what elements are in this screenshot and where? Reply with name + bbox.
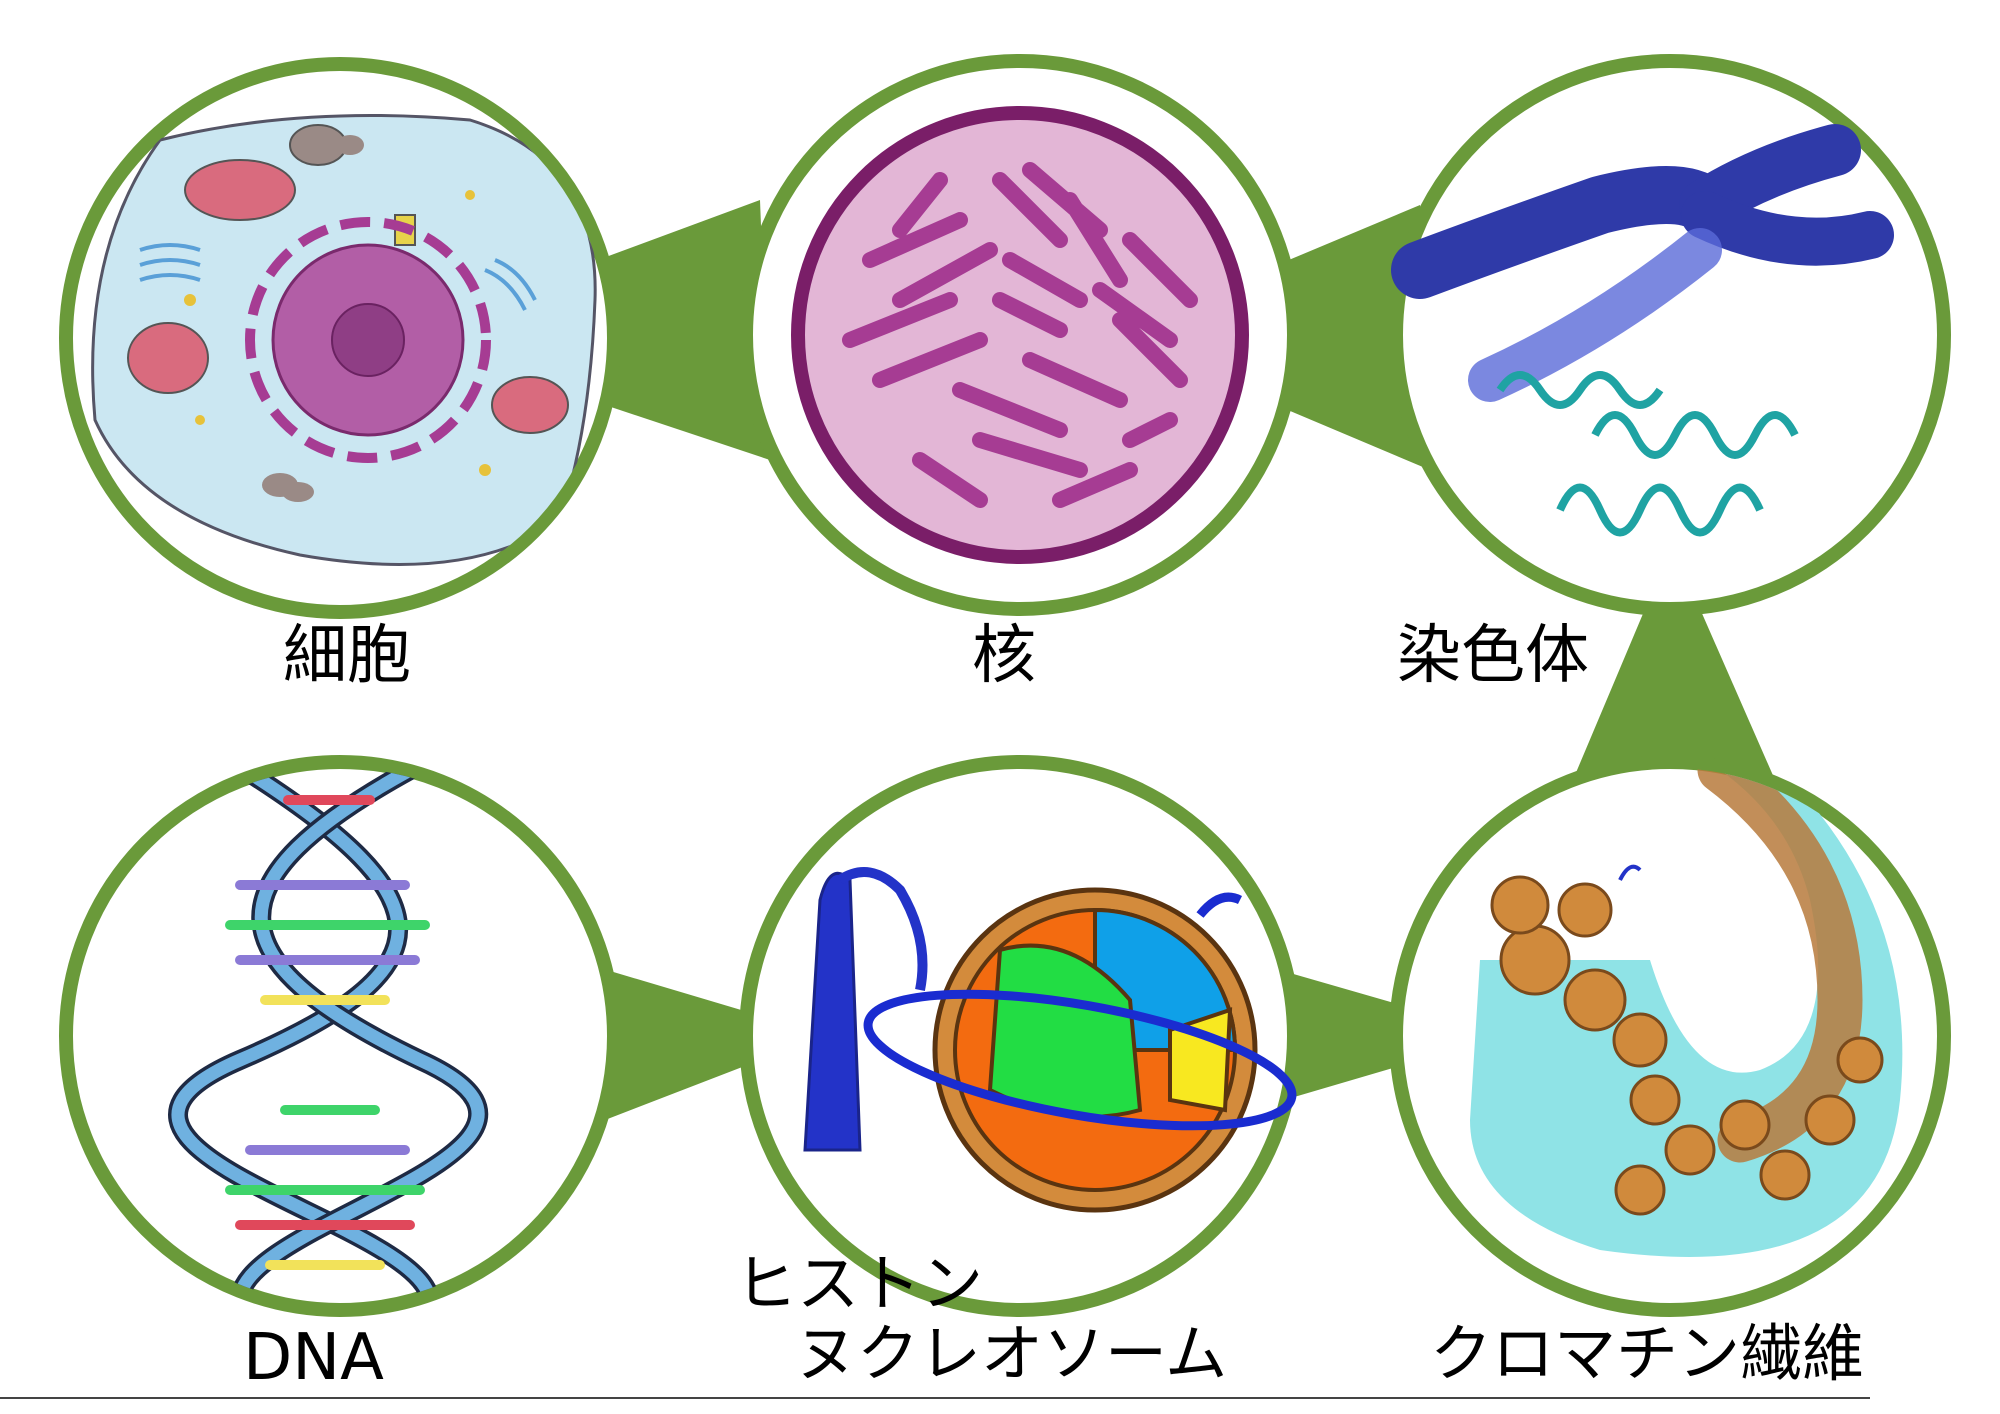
label-chromatin-fiber: クロマチン繊維	[1430, 1317, 1865, 1390]
label-nucleosome: ヌクレオソーム	[795, 1317, 1228, 1390]
bottom-divider	[0, 1397, 1870, 1399]
nucleosome-icon	[739, 755, 1301, 1317]
zoom-wedge-dna-to-nucleosome	[590, 965, 825, 1120]
chromosome-icon	[1389, 54, 1951, 616]
label-dna: DNA	[243, 1321, 384, 1395]
label-chromosome: 染色体	[1397, 619, 1589, 693]
dna-helix-icon	[59, 755, 621, 1317]
cell-icon	[59, 57, 621, 619]
label-nucleus: 核	[972, 619, 1036, 693]
nucleus-icon	[739, 54, 1301, 616]
zoom-wedge-nucleosome-to-fiber	[1245, 960, 1505, 1110]
label-cell: 細胞	[283, 619, 411, 693]
chromatin-fiber-icon	[1389, 755, 1951, 1317]
label-histone: ヒストン	[735, 1247, 984, 1320]
zoom-wedge-fiber-to-chromosome	[1575, 545, 1775, 780]
